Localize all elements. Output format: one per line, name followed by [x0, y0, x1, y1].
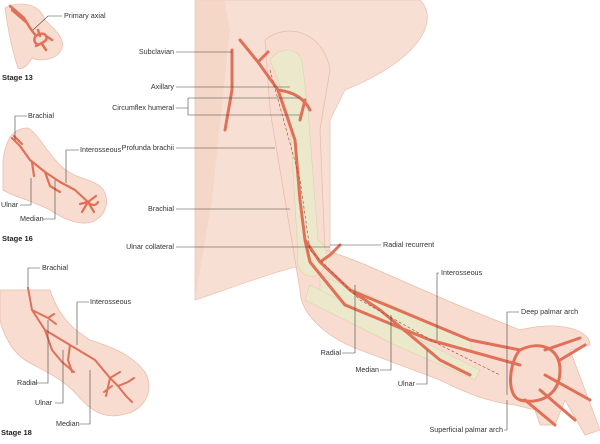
label-stage18-brachial: Brachial	[42, 263, 68, 272]
label-stage16-interosseous: Interosseous	[80, 145, 122, 154]
label-stage18-interosseous: Interosseous	[90, 297, 132, 306]
stage18-title: Stage 18	[1, 428, 32, 437]
label-subclavian: Subclavian	[139, 47, 174, 56]
label-primary-axial: Primary axial	[64, 11, 106, 20]
label-superficial-palmar-arch: Superficial palmar arch	[429, 425, 503, 434]
label-brachial: Brachial	[148, 204, 174, 213]
label-interosseous: Interosseous	[441, 268, 483, 277]
label-stage16-brachial: Brachial	[28, 111, 54, 120]
label-radial-recurrent: Radial recurrent	[383, 240, 434, 249]
stage13-title: Stage 13	[2, 73, 33, 82]
label-circumflex-humeral: Circumflex humeral	[112, 103, 174, 112]
adult-arm-illustration	[194, 0, 600, 436]
label-profunda-brachii: Profunda brachii	[122, 143, 175, 152]
label-stage16-ulnar: Ulnar	[1, 200, 19, 209]
label-stage18-radial: Radial	[17, 378, 38, 387]
stage13-limb-bud	[4, 3, 63, 69]
stage16-limb	[2, 127, 107, 224]
label-ulnar: Ulnar	[398, 379, 416, 388]
label-stage18-median: Median	[56, 419, 80, 428]
leader-lines	[14, 15, 519, 431]
stage16-title: Stage 16	[2, 234, 33, 243]
label-axillary: Axillary	[151, 82, 175, 91]
label-stage18-ulnar: Ulnar	[35, 398, 53, 407]
label-radial: Radial	[321, 348, 342, 357]
label-median: Median	[355, 365, 379, 374]
label-stage16-median: Median	[20, 214, 44, 223]
label-ulnar-collateral: Ulnar collateral	[126, 242, 174, 251]
label-deep-palmar-arch: Deep palmar arch	[521, 307, 578, 316]
stage18-limb	[0, 287, 150, 417]
